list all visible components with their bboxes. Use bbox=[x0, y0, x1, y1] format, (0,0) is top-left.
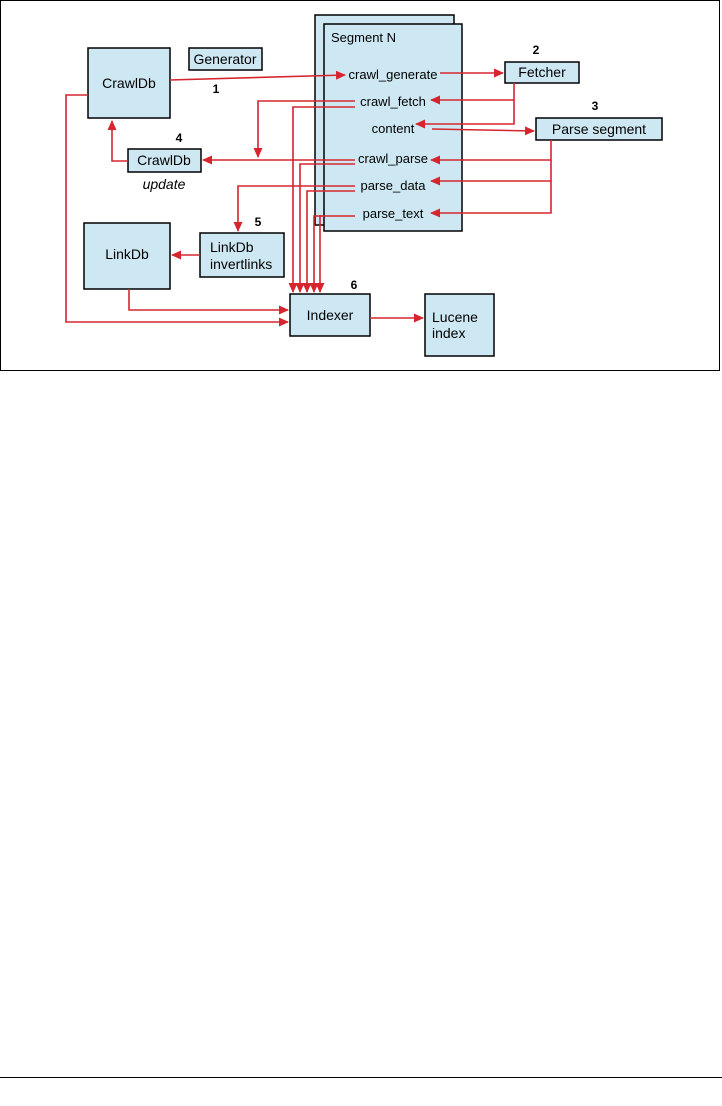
arrow-crawldb-to-indexer bbox=[65, 94, 289, 327]
segment-item-crawl-generate: crawl_generate bbox=[349, 67, 438, 82]
lucene-label-2: index bbox=[432, 325, 465, 341]
arrow-linkdb-to-indexer bbox=[128, 289, 289, 315]
linkdb-invertlinks-label-1: LinkDb bbox=[210, 239, 254, 255]
segment-item-content: content bbox=[372, 121, 415, 136]
crawl-pipeline-diagram: CrawlDb Generator Segment N Fetcher Pars… bbox=[65, 14, 663, 357]
segment-n-label: Segment N bbox=[331, 30, 396, 45]
step-number-6: 6 bbox=[351, 278, 358, 292]
linkdb-label: LinkDb bbox=[105, 246, 149, 262]
arrow-parse-data-to-indexer bbox=[302, 190, 355, 293]
page-bottom-rule bbox=[0, 1077, 722, 1078]
segment-item-crawl-parse: crawl_parse bbox=[358, 151, 428, 166]
crawldb-box bbox=[87, 47, 171, 119]
step-number-1: 1 bbox=[213, 82, 220, 96]
arrow-parse-segment-to-parse-text bbox=[430, 181, 552, 218]
arrow-crawl-fetch-to-indexer bbox=[288, 106, 355, 293]
linkdb-invertlinks-label-2: invertlinks bbox=[210, 256, 272, 272]
indexer-label: Indexer bbox=[307, 307, 354, 323]
lucene-index-box bbox=[424, 293, 495, 357]
linkdb-box bbox=[83, 222, 171, 290]
indexer-box bbox=[289, 293, 371, 337]
lucene-label-1: Lucene bbox=[432, 309, 478, 325]
arrow-fetcher-to-content bbox=[415, 100, 515, 129]
arrow-crawl-fetch-down bbox=[253, 100, 355, 158]
step-number-5: 5 bbox=[255, 215, 262, 229]
arrow-crawldb-update-to-crawldb bbox=[107, 120, 128, 162]
fetcher-box bbox=[504, 61, 580, 84]
generator-label: Generator bbox=[193, 51, 256, 67]
fetcher-label: Fetcher bbox=[518, 64, 566, 80]
segment-item-crawl-fetch: crawl_fetch bbox=[360, 94, 426, 109]
parse-segment-box bbox=[535, 117, 663, 141]
arrow-parse-data-to-invertlinks bbox=[233, 185, 355, 232]
arrow-parse-text-to-indexer-2 bbox=[315, 215, 325, 293]
crawldb-update-label: CrawlDb bbox=[137, 152, 191, 168]
step-number-3: 3 bbox=[592, 99, 599, 113]
generator-box bbox=[188, 47, 263, 71]
segment-n-box bbox=[323, 23, 463, 232]
arrow-crawldb-to-crawl-generate bbox=[169, 70, 346, 81]
step-number-4: 4 bbox=[176, 131, 183, 145]
update-caption: update bbox=[143, 176, 186, 192]
segment-item-parse-data: parse_data bbox=[360, 178, 426, 193]
crawldb-label: CrawlDb bbox=[102, 75, 156, 91]
arrow-parse-text-to-indexer bbox=[309, 215, 355, 293]
arrow-crawl-parse-to-indexer bbox=[295, 163, 355, 293]
arrow-content-to-parse-segment bbox=[431, 126, 535, 136]
segment-item-parse-text: parse_text bbox=[363, 206, 424, 221]
step-number-2: 2 bbox=[533, 43, 540, 57]
parse-segment-label: Parse segment bbox=[552, 121, 646, 137]
linkdb-invertlinks-box bbox=[199, 232, 285, 278]
